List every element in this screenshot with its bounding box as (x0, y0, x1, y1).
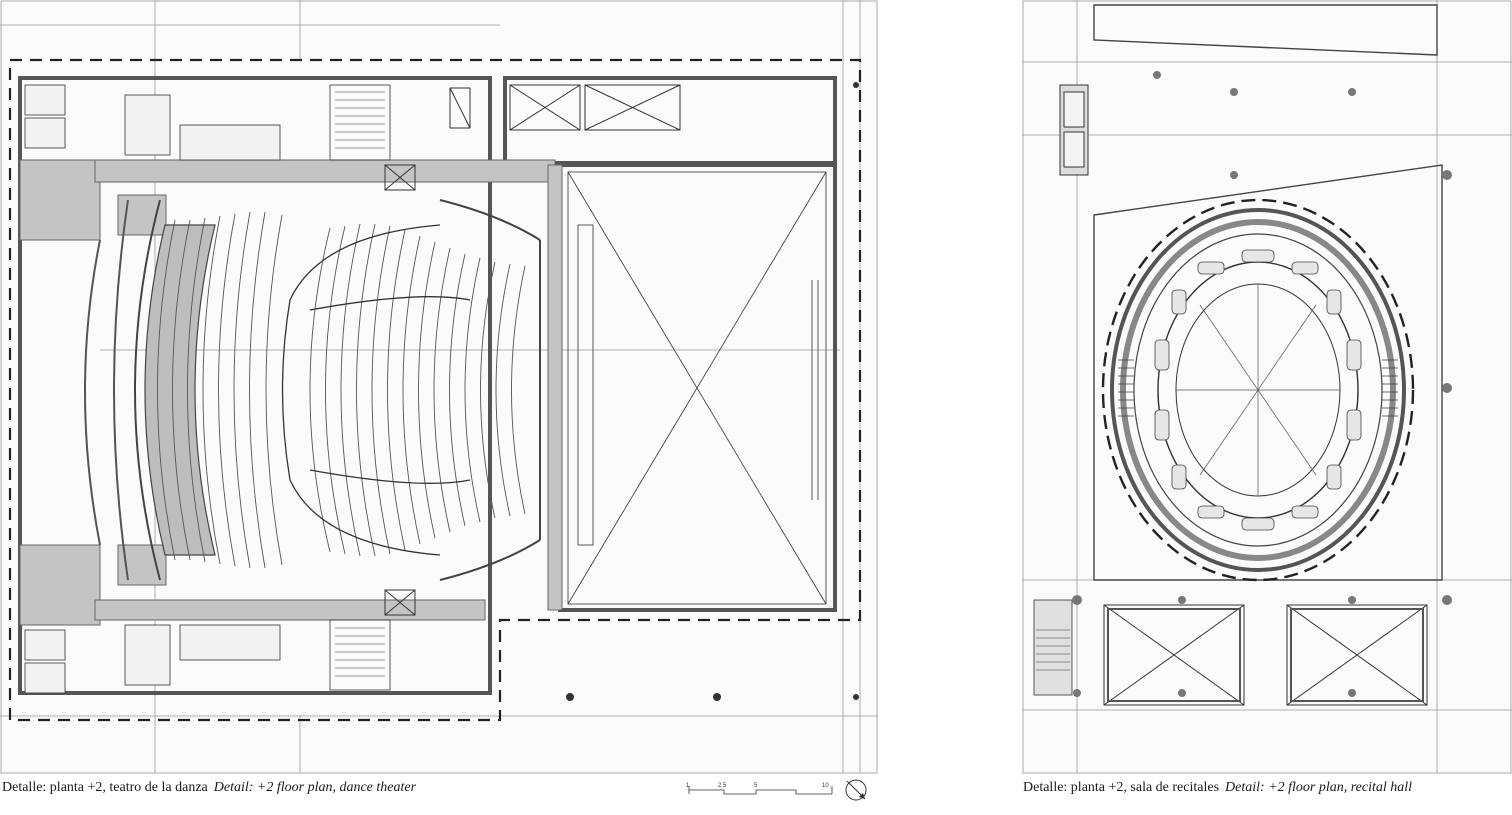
recital-hall-caption: Detalle: planta +2, sala de recitales Det… (1023, 780, 1412, 796)
scale-tick-2-5: 2.5 (718, 783, 727, 789)
dance-theater-plan (0, 0, 878, 775)
dance-theater-drawing (0, 0, 878, 774)
recital-hall-caption-es: Detalle: planta +2, sala de recitales (1023, 780, 1220, 795)
dance-theater-caption: Detalle: planta +2, teatro de la danza De… (2, 780, 416, 796)
scale-tick-10: 10 (822, 783, 829, 789)
scale-bar-graphic: 1 2.5 5 10 (686, 783, 833, 795)
recital-hall-caption-en: Detail: +2 floor plan, recital hall (1225, 780, 1413, 795)
dance-theater-caption-en: Detail: +2 floor plan, dance theater (213, 780, 417, 795)
scale-tick-5: 5 (754, 783, 758, 789)
north-arrow-icon (842, 776, 870, 804)
dance-theater-caption-es: Detalle: planta +2, teatro de la danza (2, 780, 208, 795)
scale-bar: 1 2.5 5 10 (686, 780, 836, 800)
recital-hall-plan (1022, 0, 1512, 775)
recital-hall-drawing (1022, 0, 1512, 774)
scale-tick-1: 1 (686, 783, 690, 789)
